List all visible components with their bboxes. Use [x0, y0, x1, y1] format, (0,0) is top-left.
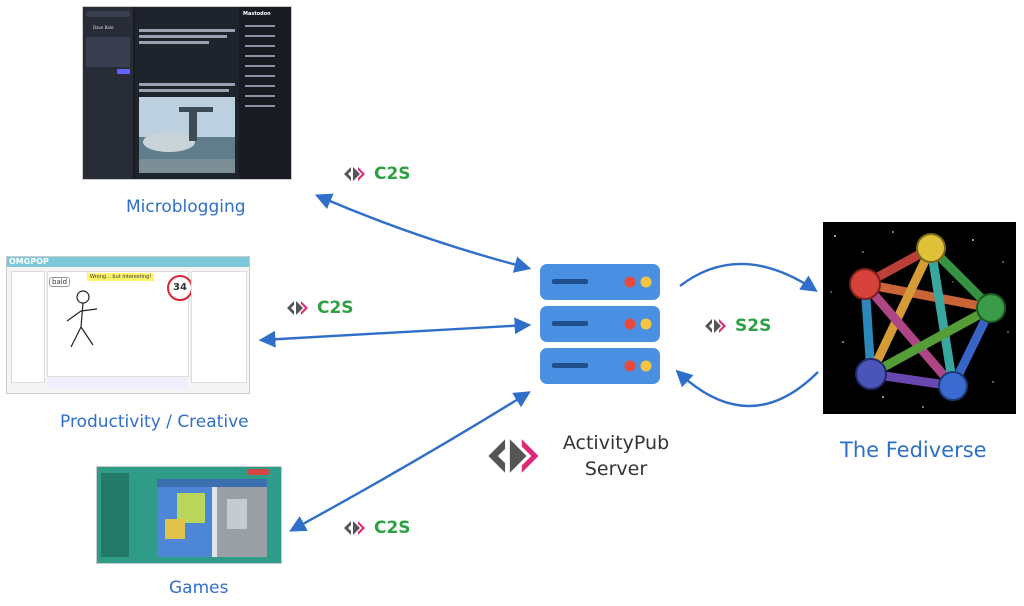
microblog-timeline [135, 7, 239, 179]
games-board-map [157, 479, 267, 557]
microblog-app-title: Mastodon [243, 11, 271, 17]
server-unit-middle [540, 306, 660, 342]
activitypub-logo-icon [287, 301, 308, 315]
server-unit-top [540, 264, 660, 300]
server-title: ActivityPub Server [556, 430, 676, 482]
fediverse-node [849, 268, 881, 300]
c2s-text: C2S [317, 298, 354, 318]
games-sidebar [101, 473, 129, 557]
activitypub-logo-large-icon [488, 439, 539, 473]
server-unit-bottom [540, 348, 660, 384]
productivity-screenshot: OMGPOP bald Wrong... but interesting! 34 [6, 256, 250, 394]
server-title-line1: ActivityPub [562, 432, 670, 454]
fediverse-node [916, 233, 946, 263]
productivity-label: Productivity / Creative [60, 412, 249, 432]
microblog-post-text-2 [139, 35, 227, 38]
arrow-games-server [289, 391, 531, 532]
draw-chat-panel [191, 271, 247, 383]
microblog-menu-item [245, 35, 275, 37]
activitypub-logo-icon [705, 319, 726, 333]
stick-figure-drawing [66, 290, 98, 348]
c2s-label-top: C2S [343, 164, 411, 184]
draw-player-list [11, 271, 45, 383]
c2s-label-mid: C2S [286, 298, 354, 318]
microblog-search-bar [86, 11, 130, 17]
microblog-menu-item [245, 25, 275, 27]
draw-prompt-note: Wrong... but interesting! [87, 273, 155, 281]
fediverse-node [976, 293, 1006, 323]
c2s-text: C2S [374, 518, 411, 538]
fediverse-label: The Fediverse [840, 438, 987, 462]
draw-logo: OMGPOP [9, 257, 49, 266]
fediverse-node [855, 358, 887, 390]
draw-toolbar [47, 378, 187, 388]
microblog-menu-item [245, 95, 275, 97]
microblog-user: Dave Bale [93, 25, 114, 30]
server-title-line2: Server [584, 458, 648, 480]
microblogging-screenshot: Dave Bale Mastodon [82, 6, 292, 180]
microblog-post-text-4 [139, 83, 235, 86]
activitypub-logo-icon [344, 521, 365, 535]
draw-timer: 34 [167, 275, 193, 301]
s2s-label: S2S [704, 316, 771, 336]
arrow-microblog-server [314, 193, 532, 273]
microblogging-label: Microblogging [126, 197, 246, 217]
draw-word-bubble: bald [49, 277, 71, 287]
games-screenshot [96, 466, 282, 564]
microblog-menu-item [245, 85, 275, 87]
draw-topbar [7, 257, 249, 267]
microblog-menu-item [245, 55, 275, 57]
draw-canvas [47, 271, 189, 377]
arrow-fediverse-server [675, 369, 819, 408]
arrow-server-fediverse [679, 262, 818, 292]
arrow-productivity-server [258, 317, 532, 348]
microblog-post-text-5 [139, 89, 229, 92]
microblog-publish-button [117, 69, 130, 74]
c2s-label-bottom: C2S [343, 518, 411, 538]
activitypub-logo-icon [344, 167, 365, 181]
fediverse-node [938, 371, 968, 401]
microblog-right-menu: Mastodon [241, 7, 291, 179]
fediverse-graphic [823, 222, 1016, 414]
microblog-post-text-3 [139, 41, 209, 44]
microblog-post-text-1 [139, 29, 235, 32]
games-top-button [247, 469, 269, 475]
s2s-text: S2S [735, 316, 772, 336]
microblog-menu-item [245, 75, 275, 77]
microblog-compose-box [86, 37, 130, 67]
games-label: Games [169, 578, 229, 598]
microblog-menu-item [245, 45, 275, 47]
server-icon [540, 264, 660, 384]
microblog-menu-item [245, 105, 275, 107]
microblog-left-column [83, 7, 133, 179]
microblog-menu-item [245, 65, 275, 67]
microblog-post-photo [139, 97, 235, 173]
c2s-text: C2S [374, 164, 411, 184]
